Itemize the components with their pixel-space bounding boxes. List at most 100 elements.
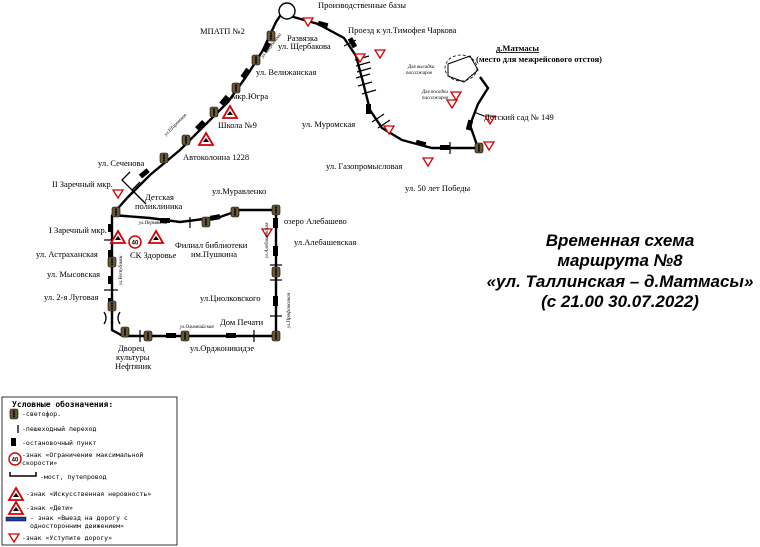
children-sign	[198, 132, 214, 146]
title-line3: «ул. Таллинская – д.Матмасы»	[487, 272, 754, 291]
svg-text:40: 40	[132, 241, 139, 247]
legend-traffic-light-icon	[9, 408, 19, 420]
legend-bridge-icon	[9, 472, 37, 477]
svg-text:40: 40	[12, 458, 19, 464]
speed-limit-sign: 40	[128, 235, 142, 249]
label-matmasy-note: (место для межрейсового отстоя)	[476, 54, 602, 64]
svg-text:ул.Пермякова: ул.Пермякова	[138, 221, 168, 226]
svg-text:односторонним движением»: односторонним движением»	[30, 522, 124, 530]
label-tsiolkovsky: ул.Циолковского	[200, 293, 260, 303]
traffic-light	[230, 206, 240, 218]
speed-bump-sign	[148, 230, 164, 244]
legend-title: Условные обозначения:	[12, 399, 113, 409]
stop-labels: Производственные базы Проезд к ул.Тимофе…	[36, 0, 602, 371]
yield-sign	[112, 189, 124, 199]
yield-sign	[450, 91, 462, 101]
traffic-light	[201, 216, 211, 228]
yield-sign	[446, 99, 458, 109]
label-school9: Школа №9	[218, 120, 257, 130]
title-line4: (с 21.00 30.07.2022)	[541, 292, 699, 311]
traffic-light	[209, 106, 219, 118]
legend-one-way-icon	[5, 516, 27, 522]
route-line	[110, 9, 490, 338]
label-velizhanskaya: ул. Велижанская	[256, 67, 316, 77]
label-scherbakova: ул. Щербакова	[278, 41, 331, 51]
label-exit-2: пассажиров	[406, 71, 433, 76]
legend: Условные обозначения: -светофор. -пешехо…	[1, 396, 178, 546]
svg-text:ул.Широтная: ул.Широтная	[163, 113, 188, 138]
bridge	[103, 171, 147, 325]
label-razvyazka: Развязка	[287, 33, 318, 43]
stop-marker	[240, 67, 251, 79]
matmasy-turnaround	[444, 54, 479, 83]
label-sk: СК Здоровье	[130, 250, 176, 260]
label-lugovaya: ул. 2-я Луговая	[44, 292, 98, 302]
stop-marker	[347, 37, 358, 49]
label-board-1: Для посадки	[421, 90, 448, 95]
label-sad149: Детский сад № 149	[484, 112, 554, 122]
svg-text:ул.Профсоюзная: ул.Профсоюзная	[287, 292, 292, 329]
stop-marker	[138, 168, 150, 179]
yield-sign	[374, 49, 386, 59]
label-poliklinika1: Детская	[145, 192, 174, 202]
label-avtokolonna: Автоколонна 1228	[183, 152, 249, 162]
label-biblio2: им.Пушкина	[191, 249, 237, 259]
label-board-2: пассажиров	[422, 96, 449, 101]
label-alebashevskaya: ул.Алебашевская	[294, 237, 356, 247]
label-matmasy: д.Матмасы	[496, 43, 539, 53]
svg-text:-пешеходный переход: -пешеходный переход	[22, 425, 96, 433]
stop-marker	[273, 246, 278, 256]
stop-marker	[226, 333, 236, 338]
traffic-light	[120, 326, 130, 338]
svg-text:-остановочный пункт: -остановочный пункт	[22, 439, 96, 447]
stop-marker	[415, 139, 427, 148]
label-muravlenko: ул.Муравленко	[212, 186, 266, 196]
svg-text:ул.Алебашевская: ул.Алебашевская	[265, 222, 270, 259]
label-yugra: мкр.Югра	[232, 91, 268, 101]
traffic-light	[180, 330, 190, 342]
stop-marker	[160, 218, 170, 223]
svg-text:- знак «Выезд на дорогу с: - знак «Выезд на дорогу с	[30, 514, 128, 522]
stop-marker	[273, 218, 278, 228]
traffic-light	[107, 300, 117, 312]
label-mpatp: МПАТП №2	[200, 26, 245, 36]
yield-sign	[483, 141, 495, 151]
label-proizv: Производственные базы	[318, 0, 406, 10]
label-zarechny1: I Заречный мкр.	[49, 225, 107, 235]
stop-marker	[166, 333, 176, 338]
schedule-title: Временная схема маршрута №8 «ул. Таллинс…	[487, 231, 754, 311]
label-dompechati: Дом Печати	[220, 317, 264, 327]
traffic-light	[271, 330, 281, 342]
stop-marker	[366, 104, 371, 114]
svg-text:ул.Республики: ул.Республики	[119, 255, 124, 286]
traffic-light	[271, 204, 281, 216]
label-zharkova: Проезд к ул.Тимофея Чаркова	[348, 25, 457, 35]
stop-marker	[108, 224, 113, 232]
svg-text:-светофор.: -светофор.	[22, 410, 61, 418]
roundabout	[278, 2, 296, 20]
traffic-light	[474, 142, 484, 154]
stop-marker	[465, 119, 474, 131]
traffic-light	[143, 330, 153, 342]
stop-marker	[440, 145, 450, 150]
label-biblio1: Филиал библиотеки	[175, 240, 248, 250]
title-line2: маршрута №8	[557, 251, 683, 270]
stop-marker	[195, 120, 206, 131]
traffic-light	[251, 54, 261, 66]
label-mysovskaya: ул. Мысовская	[47, 269, 100, 279]
stop-marker	[108, 250, 113, 258]
stop-marker	[219, 94, 230, 106]
label-zarechny2: II Заречный мкр.	[52, 179, 113, 189]
legend-speed-limit-icon: 40	[8, 452, 22, 466]
label-sechenova: ул. Сеченова	[98, 158, 144, 168]
stop-marker	[209, 214, 221, 221]
traffic-light	[271, 266, 281, 278]
label-dvorets3: Нефтяник	[115, 361, 152, 371]
traffic-light	[107, 256, 117, 268]
yield-sign	[422, 157, 434, 167]
road-signs: 40	[110, 17, 496, 249]
svg-text:скорости»: скорости»	[22, 459, 57, 467]
label-astrakhanskaya: ул. Астраханская	[36, 249, 98, 259]
